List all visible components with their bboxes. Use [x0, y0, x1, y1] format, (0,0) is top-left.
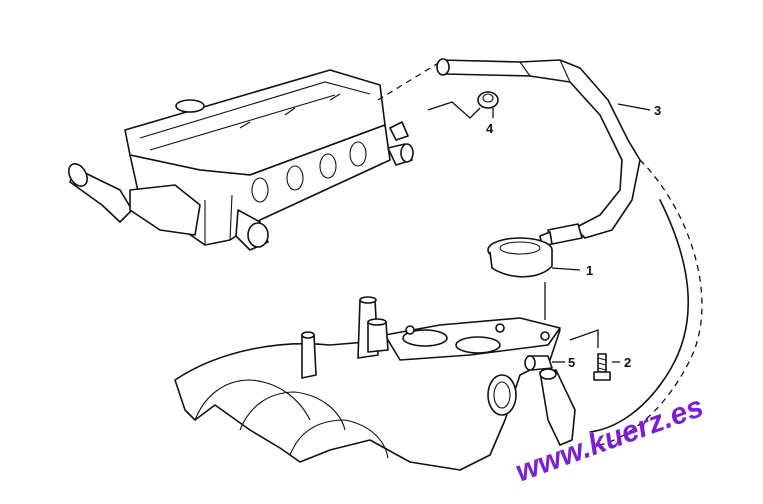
- coolant-pipe-left: [68, 163, 201, 236]
- intake-manifold: [174, 296, 561, 471]
- callout-1: 1: [586, 263, 593, 278]
- head-side-fittings: [387, 121, 414, 166]
- leader-line-1: [544, 267, 581, 320]
- leader-line-2: [569, 329, 620, 363]
- fitting-part-5: [524, 355, 553, 371]
- flange-seal-part-1: [487, 237, 553, 278]
- manifold-hose: [539, 368, 576, 446]
- long-return-hose: [589, 199, 689, 433]
- watermark-text: www.kuerz.es: [511, 390, 708, 488]
- leader-line-4: [427, 101, 494, 119]
- callout-2: 2: [624, 355, 631, 370]
- callout-5: 5: [568, 355, 575, 370]
- callout-4: 4: [486, 121, 494, 136]
- grommet-part-4: [477, 91, 499, 109]
- leader-line-3: [617, 103, 651, 111]
- dashed-return-path: [599, 159, 703, 446]
- breather-hose: [436, 58, 641, 247]
- dashed-reference-line-head: [377, 61, 441, 101]
- bolt-part-2: [593, 353, 611, 381]
- callout-3: 3: [654, 103, 661, 118]
- head-outlet-nozzle: [235, 209, 269, 251]
